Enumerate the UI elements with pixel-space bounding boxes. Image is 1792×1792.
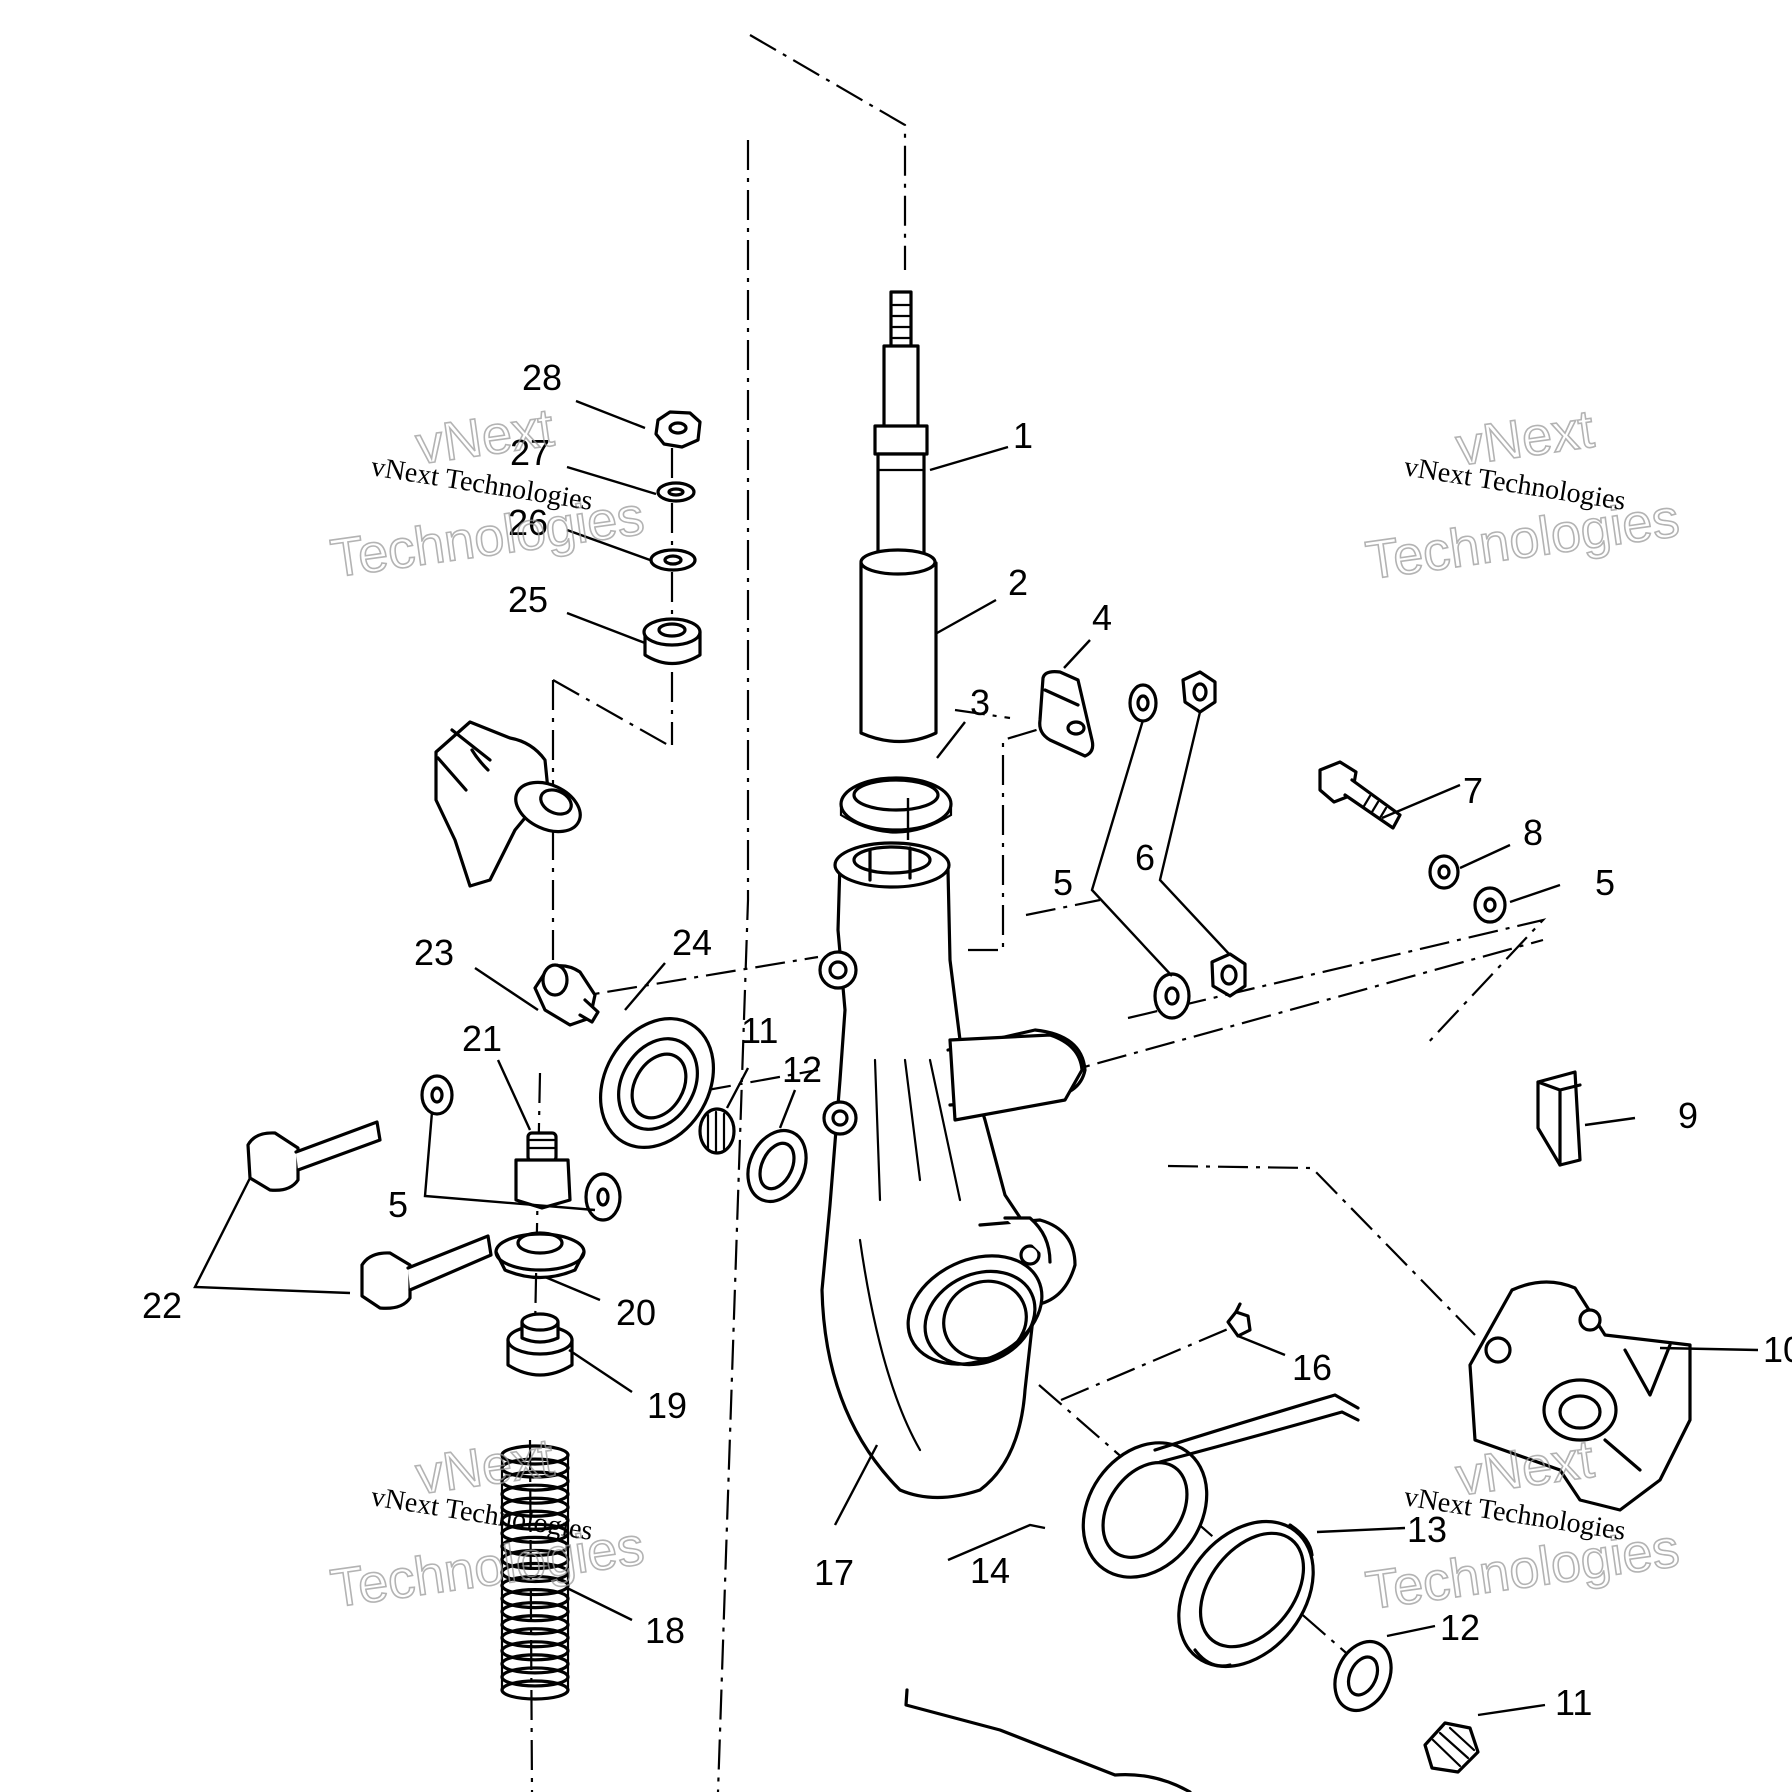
callout-2: 2 bbox=[1008, 562, 1028, 603]
part-2-tube bbox=[859, 548, 938, 743]
callout-5b: 5 bbox=[1595, 862, 1615, 903]
part-22-bolt-upper bbox=[246, 1120, 382, 1192]
callout-12a: 12 bbox=[782, 1049, 822, 1090]
part-5-washer-left-a bbox=[420, 1074, 454, 1116]
callout-28: 28 bbox=[522, 357, 562, 398]
callout-9: 9 bbox=[1678, 1095, 1698, 1136]
watermark-big-line2: Technologies bbox=[327, 486, 648, 589]
callout-22: 22 bbox=[142, 1285, 182, 1326]
part-28-nut bbox=[654, 410, 702, 449]
callout-5c: 5 bbox=[388, 1184, 408, 1225]
part-6-nut-lower bbox=[1210, 952, 1247, 998]
callout-24: 24 bbox=[672, 922, 712, 963]
callout-5a: 5 bbox=[1053, 862, 1073, 903]
part-17-spindle-knuckle bbox=[818, 841, 1087, 1500]
callout-10: 10 bbox=[1763, 1329, 1792, 1370]
part-14-seal-ring bbox=[1081, 1441, 1209, 1579]
part-9-key bbox=[1536, 1070, 1582, 1167]
callout-17: 17 bbox=[814, 1552, 854, 1593]
callout-14: 14 bbox=[970, 1550, 1010, 1591]
part-5-washer-lower bbox=[1153, 972, 1191, 1020]
part-16-zerk bbox=[1153, 1302, 1360, 1464]
spring-coil bbox=[500, 1679, 570, 1701]
callout-4: 4 bbox=[1092, 597, 1112, 638]
callout-25: 25 bbox=[508, 579, 548, 620]
leader-5-left bbox=[423, 1111, 596, 1212]
callout-11a: 11 bbox=[741, 1010, 778, 1051]
part-19-bushing bbox=[506, 1312, 574, 1377]
part-22-bolt-lower bbox=[360, 1234, 493, 1310]
part-5-washer-left-b bbox=[584, 1172, 622, 1222]
callout-21: 21 bbox=[462, 1018, 502, 1059]
watermark-big-line2: Technologies bbox=[1362, 488, 1683, 591]
leader-lines bbox=[474, 399, 1759, 1717]
part-13-bearing bbox=[1177, 1519, 1315, 1669]
part-5-washer-right bbox=[1473, 886, 1507, 924]
callout-27: 27 bbox=[510, 432, 550, 473]
leader-22 bbox=[193, 1177, 351, 1295]
part-11-nut-center bbox=[698, 1107, 736, 1155]
part-21-fitting bbox=[514, 1131, 572, 1210]
part-18-spring bbox=[500, 1444, 570, 1701]
part-4-bracket bbox=[1038, 670, 1095, 758]
callout-19: 19 bbox=[647, 1385, 687, 1426]
part-20-cup-washer bbox=[494, 1231, 586, 1280]
bottom-bracket-brace bbox=[904, 1688, 1192, 1792]
callout-26: 26 bbox=[508, 502, 548, 543]
callouts: 1 2 3 4 5 6 7 8 5 9 10 11 12 13 12 11 14… bbox=[142, 357, 1792, 1723]
shock-mount-bracket bbox=[434, 720, 582, 888]
leader-5-6-washers bbox=[1090, 719, 1173, 977]
callout-11b: 11 bbox=[1555, 1682, 1592, 1723]
part-23-grease-fitting bbox=[533, 963, 600, 1027]
callout-16: 16 bbox=[1292, 1347, 1332, 1388]
callout-20: 20 bbox=[616, 1292, 656, 1333]
part-8-washer bbox=[1428, 854, 1460, 890]
callout-13: 13 bbox=[1407, 1509, 1447, 1550]
part-11-nut-lower bbox=[1423, 1721, 1480, 1774]
leader-6-nuts bbox=[1158, 711, 1231, 956]
callout-18: 18 bbox=[645, 1610, 685, 1651]
part-6-nut-upper bbox=[1181, 670, 1217, 714]
part-10-caliper bbox=[1468, 1280, 1692, 1512]
part-27-washer bbox=[656, 481, 696, 503]
part-12-spacer-lower bbox=[1333, 1639, 1393, 1713]
part-5-washer-upper bbox=[1128, 683, 1158, 723]
part-25-bushing bbox=[642, 617, 702, 666]
part-24-seal bbox=[598, 1017, 716, 1149]
part-26-washer bbox=[649, 548, 697, 572]
callout-8: 8 bbox=[1523, 812, 1543, 853]
callout-1: 1 bbox=[1013, 415, 1033, 456]
callout-6: 6 bbox=[1135, 837, 1155, 878]
spring-outline bbox=[500, 1453, 570, 1692]
callout-23: 23 bbox=[414, 932, 454, 973]
callout-3: 3 bbox=[970, 682, 990, 723]
callout-7: 7 bbox=[1463, 770, 1483, 811]
part-1-stud-shaft bbox=[873, 290, 929, 568]
steering-arm bbox=[948, 1033, 1084, 1122]
part-7-bolt bbox=[1318, 760, 1402, 830]
part-3-ring bbox=[839, 776, 953, 834]
callout-12b: 12 bbox=[1440, 1607, 1480, 1648]
part-12-spacer-center bbox=[746, 1128, 808, 1204]
